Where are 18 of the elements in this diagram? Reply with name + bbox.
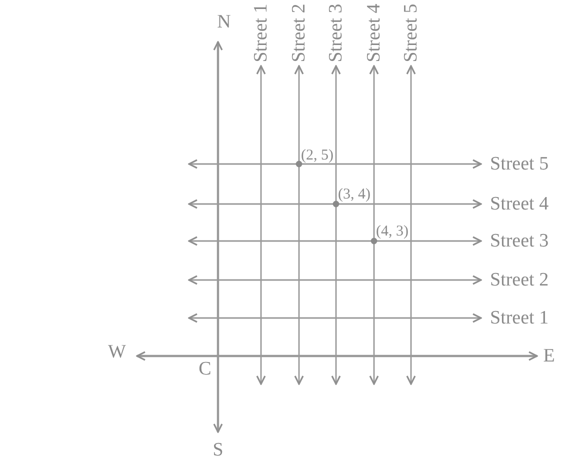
compass-label: W <box>108 342 126 362</box>
compass-label: E <box>543 346 555 366</box>
street-label: Street 2 <box>290 4 308 62</box>
street-label: Street 4 <box>490 194 549 214</box>
street-label: Street 1 <box>490 308 549 328</box>
origin-label: C <box>198 360 212 378</box>
coordinate-label: (3, 4) <box>338 188 370 202</box>
street-label: Street 3 <box>490 232 549 250</box>
street-label: Street 4 <box>364 4 384 62</box>
street-label: Street 1 <box>252 4 270 62</box>
coordinate-label: (2, 5) <box>301 148 334 164</box>
street-label: Street 5 <box>490 154 549 174</box>
street-label: Street 2 <box>490 270 549 290</box>
compass-label: S <box>212 440 224 460</box>
coordinate-label: (4, 3) <box>376 224 408 240</box>
street-label: Street 5 <box>402 4 420 62</box>
compass-label: N <box>217 12 231 32</box>
street-label: Street 3 <box>326 4 346 62</box>
